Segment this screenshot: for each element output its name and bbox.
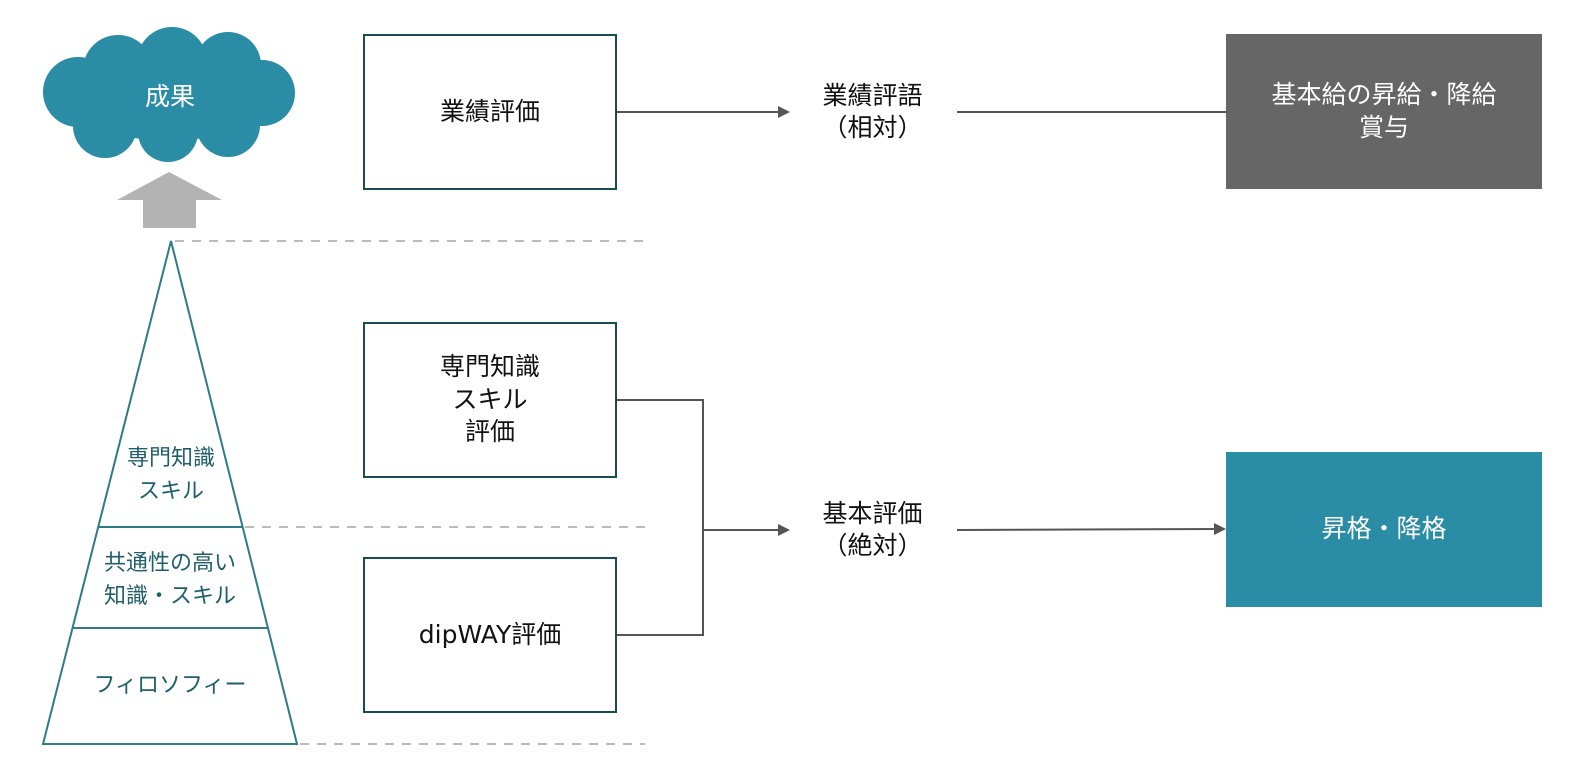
pyramid-tier-philosophy: フィロソフィー xyxy=(93,672,247,698)
absolute-rating-label: 基本評価 （絶対） xyxy=(822,498,923,561)
expertise-evaluation-box: 専門知識 スキル 評価 xyxy=(363,322,617,478)
arrow-absolute-to-grade xyxy=(956,523,1226,536)
cloud-shape xyxy=(43,27,295,162)
promotion-demotion-box: 昇格・降格 xyxy=(1226,452,1542,607)
pyramid-tier-expertise: 専門知識 スキル xyxy=(126,446,215,504)
connector-dipway xyxy=(617,530,704,636)
dipway-evaluation-box: dipWAY評価 xyxy=(363,557,617,713)
cloud-label: 成果 xyxy=(144,81,195,111)
up-arrow-icon xyxy=(117,172,222,228)
pyramid-outline xyxy=(41,240,299,745)
salary-bonus-box: 基本給の昇給・降給 賞与 xyxy=(1226,34,1542,189)
pyramid-tier-common-skills: 共通性の高い 知識・スキル xyxy=(103,551,236,609)
relative-rating-label: 業績評語 （相対） xyxy=(822,80,923,143)
connector-expertise xyxy=(617,399,704,530)
performance-evaluation-box: 業績評価 xyxy=(363,34,617,190)
